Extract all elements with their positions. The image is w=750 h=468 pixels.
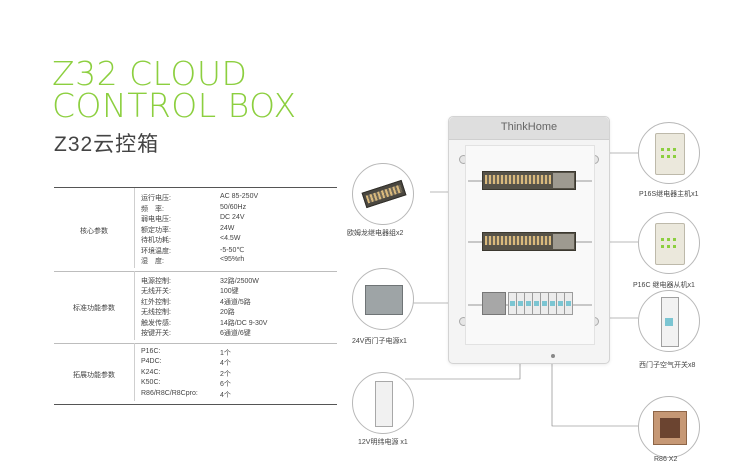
brand-logo: ThinkHome bbox=[500, 121, 558, 133]
r86-thumb bbox=[638, 396, 700, 458]
din-breaker bbox=[564, 292, 573, 315]
psu-siemens-thumb bbox=[352, 268, 414, 330]
spec-value: AC 85-250V bbox=[220, 193, 259, 200]
spec-value: 24W bbox=[220, 224, 235, 232]
spec-section-label: 核心参数 bbox=[80, 227, 108, 235]
spec-label: 运行电压: bbox=[141, 195, 171, 202]
spec-label: 按键开关: bbox=[141, 330, 171, 337]
cabinet-interior bbox=[465, 145, 595, 345]
relay-module-upper bbox=[482, 171, 576, 190]
spec-value: 6通道/6键 bbox=[220, 330, 251, 337]
spec-label: 触发传感: bbox=[141, 319, 171, 327]
relay-module-lower bbox=[482, 232, 576, 251]
product-title-cn: Z32云控箱 bbox=[54, 133, 160, 156]
table-rule bbox=[54, 187, 337, 188]
lock-dot-icon bbox=[551, 354, 555, 358]
spec-label: 弱电电压: bbox=[141, 216, 171, 223]
din-power-supply bbox=[482, 292, 506, 315]
spec-value: 4通道/5路 bbox=[220, 298, 251, 306]
spec-label: 频 率: bbox=[141, 205, 164, 213]
psu-siemens-caption: 24V西门子电源x1 bbox=[352, 338, 407, 345]
table-rule bbox=[54, 342, 337, 344]
spec-value: 32路/2500W bbox=[220, 277, 259, 285]
table-rule bbox=[54, 270, 337, 272]
spec-value: 2个 bbox=[220, 370, 231, 378]
spec-label: 无线控制: bbox=[141, 309, 171, 316]
spec-value: <4.5W bbox=[220, 235, 241, 242]
spec-value: 14路/DC 9-30V bbox=[220, 319, 268, 327]
spec-label: 湿 度: bbox=[141, 258, 164, 265]
spec-value: DC 24V bbox=[220, 214, 245, 221]
spec-label: P16C: bbox=[141, 347, 161, 355]
relay-group-caption: 欧姆龙继电器组x2 bbox=[347, 230, 404, 237]
spec-value: 20路 bbox=[220, 309, 235, 316]
spec-value: 6个 bbox=[220, 381, 231, 388]
cabinet-header: ThinkHome bbox=[449, 117, 609, 140]
spec-label: 待机功耗: bbox=[141, 237, 171, 244]
relay-group-thumb bbox=[352, 163, 414, 225]
p16s-caption: P16S继电器主机x1 bbox=[639, 191, 699, 198]
p16c-caption: P16C 继电器从机x1 bbox=[633, 282, 695, 289]
spec-label: K50C: bbox=[141, 379, 161, 386]
spec-value: 1个 bbox=[220, 349, 231, 357]
spec-value: -5-50℃ bbox=[220, 246, 245, 254]
psu-meanwell-thumb bbox=[352, 372, 414, 434]
spec-label: R86/R8C/R8Cpro: bbox=[141, 389, 198, 397]
spec-value: 50/60Hz bbox=[220, 203, 247, 211]
spec-label: 电源控制: bbox=[141, 277, 171, 285]
breaker-thumb bbox=[638, 290, 700, 352]
spec-section-label: 拓展功能参数 bbox=[73, 371, 115, 379]
spec-section-label: 标准功能参数 bbox=[73, 305, 115, 312]
table-rule bbox=[54, 404, 337, 405]
title-line-1: Z32 CLOUD bbox=[52, 54, 248, 93]
psu-meanwell-caption: 12V明纬电源 x1 bbox=[358, 439, 408, 446]
control-box-cabinet: ThinkHome bbox=[448, 116, 610, 364]
spec-label: 额定功率: bbox=[141, 226, 171, 234]
spec-label: P4DC: bbox=[141, 358, 162, 365]
r86-caption: R86 X2 bbox=[654, 456, 678, 463]
spec-label: 无线开关: bbox=[141, 288, 171, 295]
spec-value: 100键 bbox=[220, 288, 239, 295]
spec-label: K24C: bbox=[141, 368, 161, 376]
spec-label: 环境温度: bbox=[141, 247, 171, 255]
spec-value: 4个 bbox=[220, 391, 231, 399]
p16c-thumb bbox=[638, 212, 700, 274]
title-line-2: CONTROL BOX bbox=[52, 86, 297, 125]
spec-label: 红外控制: bbox=[141, 298, 171, 306]
breaker-caption: 西门子空气开关x8 bbox=[639, 362, 696, 369]
product-title-en: Z32 CLOUD CONTROL BOX bbox=[52, 54, 297, 125]
spec-value: <95%rh bbox=[220, 256, 245, 263]
p16s-thumb bbox=[638, 122, 700, 184]
spec-value: 4个 bbox=[220, 360, 231, 367]
